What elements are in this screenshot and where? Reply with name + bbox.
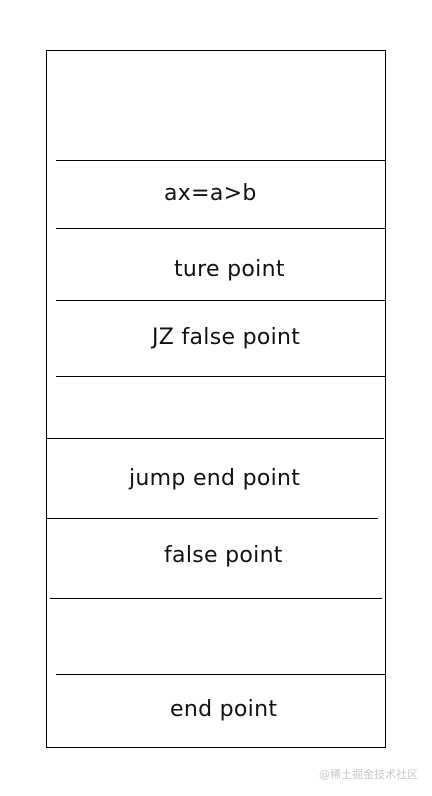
divider-line (50, 598, 382, 599)
divider-line (56, 160, 386, 161)
divider-line (56, 300, 386, 301)
cell-label-end-point: end point (170, 697, 278, 722)
cell-label-jz-false-point: JZ false point (152, 325, 301, 350)
cell-label-compare: ax=a>b (164, 181, 257, 206)
divider-line (56, 376, 386, 377)
cell-label-false-point: false point (164, 543, 283, 568)
stack-frame (46, 50, 386, 748)
cell-label-true-point: ture point (174, 257, 285, 282)
divider-line (56, 674, 386, 675)
cell-label-jump-end-point: jump end point (129, 466, 301, 491)
watermark: @稀土掘金技术社区 (319, 768, 418, 781)
divider-line (56, 228, 386, 229)
divider-line (46, 518, 378, 519)
divider-line (46, 438, 384, 439)
